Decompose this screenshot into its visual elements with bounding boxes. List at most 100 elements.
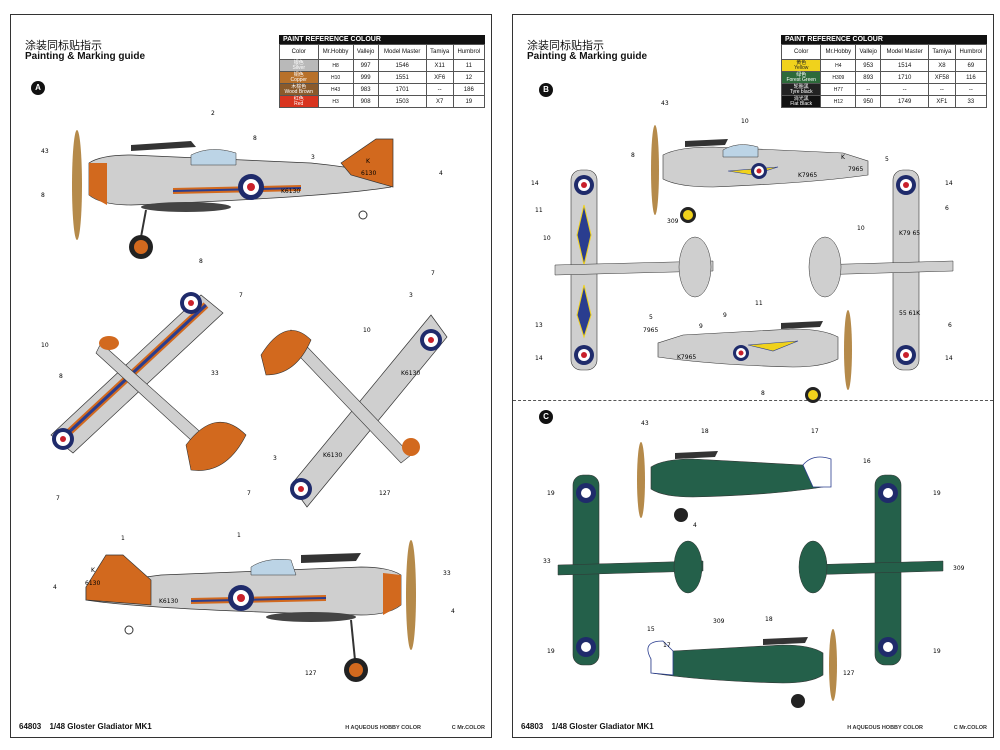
callout-number: 14 [945,355,953,362]
underside-view: 7 8 7 10 33 [41,292,247,502]
callout-number: 14 [945,180,953,187]
paint-code: 4 [693,522,697,529]
side-profile-c-bottom: 15 17 18 309 127 [647,616,855,708]
paint-reference-table: PAINT REFERENCE COLOUR Color Mr.Hobby Va… [780,35,988,108]
col-humbrol: Humbrol [452,44,486,60]
page-footer: 64803 1/48 Gloster Gladiator MK1 [521,722,660,731]
col-vallejo: Vallejo [352,44,379,60]
model-master-code: 1503 [377,95,427,108]
col-vallejo: Vallejo [855,44,882,60]
paint-code: 33 [211,370,219,377]
serial-code: 6130 [361,170,376,177]
callout-number: 19 [547,490,555,497]
paint-table-header: Color Mr.Hobby Vallejo Model Master Tami… [279,44,486,60]
col-color: Color [279,44,319,60]
tamiya-code: X8 [928,59,956,72]
mr-hobby-code: H4 [820,59,857,72]
page-title-en: Painting & Marking guide [25,51,146,62]
serial-code: 7965 [643,327,658,334]
paint-code: 8 [41,192,45,199]
scale-title: 1/48 Gloster Gladiator MK1 [49,722,152,731]
paint-code: 1 [121,535,125,542]
aircraft-diagram-bc: K 7965 K7965 10 5 43 8 309 14 11 13 14 1… [531,100,965,708]
serial-code: 7965 [848,166,863,173]
callout-number: 1 [237,532,241,539]
callout-number: 11 [535,207,543,214]
paint-code: 10 [363,327,371,334]
paint-table-caption: PAINT REFERENCE COLOUR [279,35,485,44]
serial-code: K7965 [677,354,696,361]
callout-number: 18 [701,428,709,435]
legend-mr-color: C Mr.COLOR [953,725,987,731]
paint-code: 309 [953,565,965,572]
callout-number: 10 [741,118,749,125]
col-modelmaster: Model Master [880,44,930,60]
callout-number: 17 [663,642,671,649]
model-master-code: 1749 [880,95,930,108]
callout-number: 4 [439,170,443,177]
mr-hobby-code: H3 [317,95,354,108]
paint-reference-table: PAINT REFERENCE COLOUR Color Mr.Hobby Va… [279,35,486,108]
vallejo-code: 953 [855,59,882,72]
view-label-c: C [539,410,553,424]
underside-view-b: 14 11 13 14 10 [531,169,714,371]
paint-code: 4 [451,608,455,615]
paint-code: 8 [631,152,635,159]
mr-hobby-code: H8 [317,59,354,72]
serial-code: 55 61K [899,310,921,317]
col-mrhobby: Mr.Hobby [820,44,857,60]
callout-number: 8 [59,373,63,380]
side-profile-b-bottom: 5 7965 K7965 9 11 9 8 [643,300,852,403]
top-view-b: K79 65 55 61K 14 6 6 14 10 [808,169,954,371]
callout-number: 18 [765,616,773,623]
serial-code: K7965 [798,172,817,179]
legend-mr-color: C Mr.COLOR [451,725,485,731]
side-profile-top: K6130 K 6130 2 4 43 8 8 3 8 [41,110,443,265]
callout-number: 7 [56,495,60,502]
col-modelmaster: Model Master [377,44,427,60]
serial-code: K [841,154,846,161]
serial-code: K79 65 [899,230,920,237]
paint-code: 8 [199,258,203,265]
view-label-b: B [539,83,553,97]
paint-code: 33 [443,570,451,577]
paint-code: 43 [661,100,669,107]
callout-number: 3 [273,455,277,462]
paint-code: 43 [641,420,649,427]
side-profile-bottom: K6130 K 6130 1 4 1 33 127 4 [53,532,455,682]
paint-code: 309 [667,218,679,225]
callout-number: 4 [53,584,57,591]
paint-code: 127 [379,490,391,497]
page-title-zh: 涂装同标贴指示 [527,39,604,52]
model-master-code: 1546 [377,59,427,72]
page-title-zh: 涂装同标贴指示 [25,39,102,52]
instruction-page-left: 涂装同标贴指示 Painting & Marking guide PAINT R… [10,14,492,738]
col-tamiya: Tamiya [425,44,454,60]
vallejo-code: 908 [352,95,379,108]
tamiya-code: X7 [425,95,454,108]
tamiya-code: X11 [425,59,454,72]
top-view-c: 19 19 309 [798,474,965,666]
humbrol-code: 19 [452,95,486,108]
col-tamiya: Tamiya [928,44,956,60]
model-number: 64803 [19,722,42,731]
legend-aqueous: H AQUEOUS HOBBY COLOR [847,725,923,731]
serial-code: K6130 [281,188,300,195]
side-profile-b-top: K 7965 K7965 10 5 43 8 309 [631,100,889,225]
humbrol-code: 33 [954,95,988,108]
callout-number: 19 [933,490,941,497]
section-divider [513,400,993,401]
serial-code: K6130 [401,370,420,377]
humbrol-code: 69 [954,59,988,72]
callout-number: 9 [699,323,703,330]
col-humbrol: Humbrol [954,44,988,60]
paint-code: 10 [857,225,865,232]
side-profile-c-top: 18 17 16 43 4 [637,420,871,529]
callout-number: 2 [211,110,215,117]
